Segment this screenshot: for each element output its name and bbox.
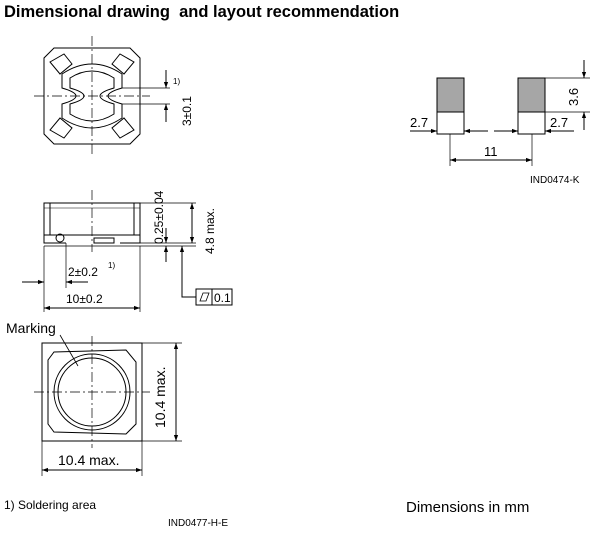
drawing-code: IND0477-H-E — [168, 518, 229, 529]
layout-code: IND0474-K — [530, 175, 580, 186]
left-pad — [436, 77, 465, 113]
side-solder-dim: 2±0.2 — [68, 265, 98, 279]
left-pad-width-dim: 2.7 — [410, 115, 428, 130]
side-offset-dim: 0.25±0.04 — [152, 190, 166, 244]
bottom-width-dim: 10.4 max. — [58, 452, 119, 468]
footnote: 1) Soldering area — [4, 498, 97, 512]
side-length-dim: 10±0.2 — [66, 292, 103, 306]
page-title: Dimensional drawing and layout recommend… — [4, 3, 400, 21]
units-note: Dimensions in mm — [406, 499, 530, 516]
top-footnote-ref: 1) — [173, 77, 180, 86]
side-flatness-value: 0.1 — [214, 291, 231, 305]
pad-layout — [410, 60, 590, 166]
pad-height-dim: 3.6 — [566, 88, 581, 106]
top-height-dim: 3±0.1 — [180, 96, 194, 126]
right-pad-width-dim: 2.7 — [550, 115, 568, 130]
side-view — [22, 190, 233, 312]
marking-label: Marking — [6, 320, 56, 336]
span-dim: 11 — [484, 144, 498, 159]
bottom-view — [34, 334, 182, 476]
top-view — [34, 36, 170, 156]
bottom-height-dim: 10.4 max. — [152, 367, 168, 428]
side-solder-ref: 1) — [108, 261, 115, 270]
right-pad — [517, 77, 546, 113]
side-height-dim: 4.8 max. — [203, 208, 217, 254]
